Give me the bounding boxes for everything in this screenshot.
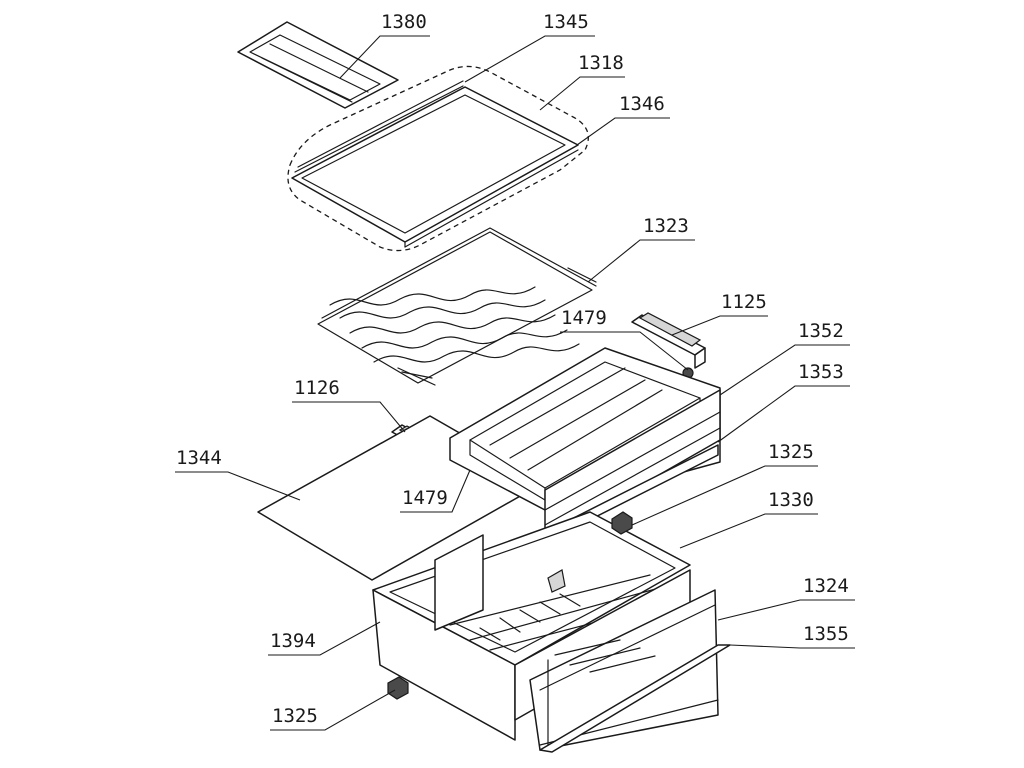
leader-lines: [175, 35, 855, 731]
label-1125: 1125: [721, 291, 767, 313]
label-1344: 1344: [176, 447, 222, 469]
label-1352: 1352: [798, 320, 844, 342]
part-1346-glass-shelf: [291, 80, 579, 248]
label-1318: 1318: [578, 52, 624, 74]
label-1126: 1126: [294, 377, 340, 399]
label-1325-lower: 1325: [272, 705, 318, 727]
label-1353: 1353: [798, 361, 844, 383]
part-1394-drawer-body: [372, 511, 731, 753]
label-1323: 1323: [643, 215, 689, 237]
label-1345: 1345: [543, 11, 589, 33]
label-1324: 1324: [803, 575, 849, 597]
label-1479-lower: 1479: [402, 487, 448, 509]
part-1325-foot-upper: [611, 511, 633, 535]
label-1330: 1330: [768, 489, 814, 511]
part-1323-wire-rack: [317, 227, 597, 386]
label-1355: 1355: [803, 623, 849, 645]
part-1380-cover: [237, 21, 399, 109]
label-1346: 1346: [619, 93, 665, 115]
part-1125-rail-clip: [631, 312, 706, 369]
part-labels: 1380 1345 1318 1346 1323 1125 1479 1352 …: [176, 11, 849, 727]
assembly-outline-1318: [287, 65, 589, 252]
label-1394: 1394: [270, 630, 316, 652]
label-1479-upper: 1479: [561, 307, 607, 329]
label-1325-upper: 1325: [768, 441, 814, 463]
label-1380: 1380: [381, 11, 427, 33]
part-1325-foot-lower: [387, 676, 409, 700]
